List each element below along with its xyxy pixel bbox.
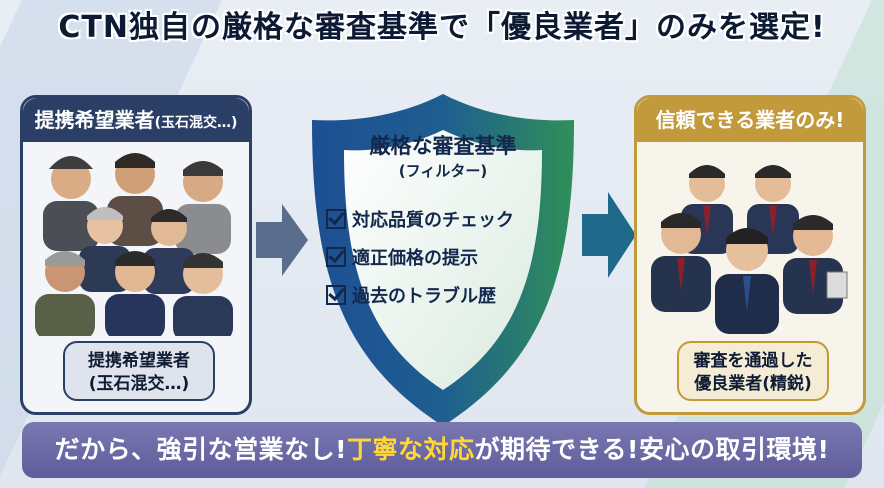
shield-filter: [312, 94, 574, 426]
check-item-label: 対応品質のチェック: [352, 210, 514, 231]
right-panel: 信頼できる業者のみ!: [634, 95, 866, 415]
banner-part2: が期待できる!安心の取引環境!: [474, 435, 830, 464]
page-title: CTN独自の厳格な審査基準で「優良業者」のみを選定!: [58, 10, 826, 45]
left-caption-line2: (玉石混交…): [88, 374, 190, 394]
banner-part1: だから、強引な営業なし!: [54, 435, 348, 464]
arrow-right-icon: [582, 192, 636, 278]
check-item: 過去のトラブル歴: [326, 276, 566, 314]
vendor-person: [35, 251, 95, 336]
mixed-vendors-illustration: [35, 153, 233, 336]
check-item-label: 過去のトラブル歴: [352, 286, 496, 307]
left-caption-line1: 提携希望業者: [88, 351, 190, 371]
check-item-label: 適正価格の提示: [352, 248, 478, 269]
check-item: 対応品質のチェック: [326, 200, 566, 238]
left-panel-header: 提携希望業者(玉石混交…): [23, 98, 249, 142]
vendor-person: [651, 213, 711, 312]
right-panel-header: 信頼できる業者のみ!: [637, 98, 863, 142]
banner-highlight: 丁寧な対応: [347, 435, 475, 464]
vendor-person: [173, 253, 233, 336]
vendor-person: [105, 251, 165, 336]
checkbox-icon: [326, 245, 346, 267]
vendor-person: [143, 209, 195, 294]
vendor-person: [783, 215, 848, 314]
bottom-banner: だから、強引な営業なし!丁寧な対応が期待できる!安心の取引環境!: [22, 422, 862, 478]
checkbox-icon: [326, 283, 346, 305]
arrow-right-icon: [256, 204, 308, 276]
right-caption-line1: 審査を通過した: [693, 351, 813, 371]
left-header-main: 提携希望業者: [34, 108, 155, 132]
left-panel: 提携希望業者(玉石混交…): [20, 95, 252, 415]
right-caption-line2: 優良業者(精鋭): [694, 374, 812, 394]
left-header-sub: (玉石混交…): [154, 115, 238, 131]
trusted-vendors-illustration: [651, 165, 848, 334]
shield-checklist: 対応品質のチェック 適正価格の提示 過去のトラブル歴: [326, 200, 566, 314]
check-item: 適正価格の提示: [326, 238, 566, 276]
checkbox-icon: [326, 207, 346, 229]
vendor-person: [747, 165, 799, 254]
shield-title: 厳格な審査基準: [369, 134, 517, 158]
left-caption: 提携希望業者 (玉石混交…): [63, 341, 215, 401]
shield-subtitle: (フィルター): [398, 162, 488, 180]
vendor-person: [175, 161, 231, 254]
right-caption: 審査を通過した 優良業者(精鋭): [677, 341, 829, 401]
vendor-person: [715, 228, 779, 334]
vendor-person: [43, 156, 99, 251]
